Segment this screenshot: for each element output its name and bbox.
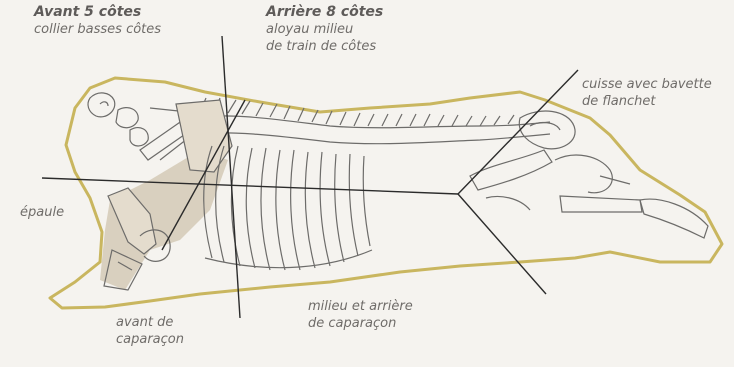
label-shoulder-line1: épaule bbox=[20, 204, 64, 221]
label-rear-title: Arrière 8 côtes bbox=[266, 4, 383, 21]
label-front-quarter: Avant 5 côtes collier basses côtes bbox=[34, 4, 161, 38]
label-rear-line2: de train de côtes bbox=[266, 38, 383, 55]
label-rear-line1: aloyau milieu bbox=[266, 21, 383, 38]
label-front-caparacon-line1: avant de bbox=[116, 314, 184, 331]
front-rear-cut-line bbox=[222, 36, 240, 318]
ribs bbox=[204, 146, 372, 270]
spine bbox=[190, 98, 550, 144]
hindleg-bones bbox=[470, 111, 708, 238]
flank-cut-line bbox=[458, 194, 546, 294]
neck-vertebrae bbox=[88, 93, 196, 160]
label-front-title: Avant 5 côtes bbox=[34, 4, 161, 21]
label-thigh-line2: de flanchet bbox=[582, 93, 712, 110]
horizontal-cut-line bbox=[42, 178, 458, 194]
label-shoulder: épaule bbox=[20, 204, 64, 221]
label-middle-caparacon-line2: de caparaçon bbox=[308, 315, 413, 332]
label-front-caparacon-line2: caparaçon bbox=[116, 331, 184, 348]
label-middle-caparacon-line1: milieu et arrière bbox=[308, 298, 413, 315]
label-thigh: cuisse avec bavette de flanchet bbox=[582, 76, 712, 110]
label-thigh-line1: cuisse avec bavette bbox=[582, 76, 712, 93]
label-front-caparacon: avant de caparaçon bbox=[116, 314, 184, 348]
label-rear-quarter: Arrière 8 côtes aloyau milieu de train d… bbox=[266, 4, 383, 55]
thigh-cut-line bbox=[458, 70, 578, 194]
label-front-line1: collier basses côtes bbox=[34, 21, 161, 38]
label-middle-caparacon: milieu et arrière de caparaçon bbox=[308, 298, 413, 332]
